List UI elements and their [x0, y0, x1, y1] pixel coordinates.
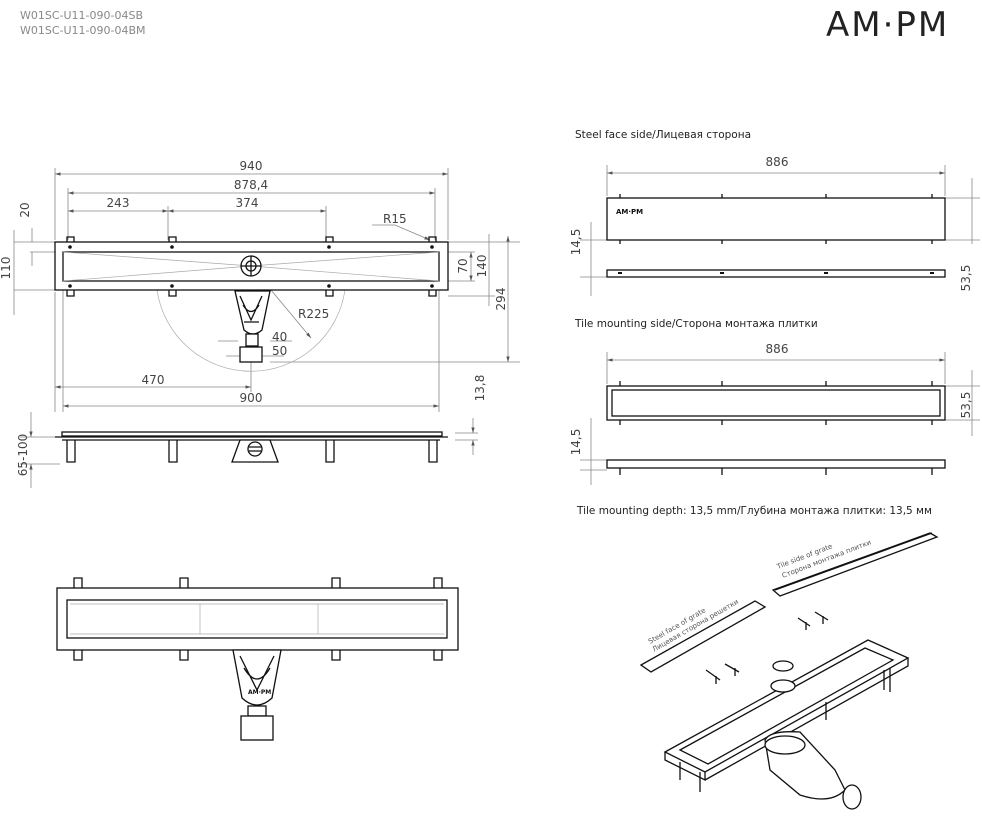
grate-logo: AM·PM	[616, 208, 643, 216]
dim-900: 900	[240, 391, 263, 405]
grate-steel-face: Steel face side/Лицевая сторона 886 14,5…	[569, 129, 980, 296]
dim-40: 40	[272, 330, 287, 344]
tile-depth-note: Tile mounting depth: 13,5 mm/Глубина мон…	[576, 505, 932, 517]
channel-perspective-view: AM·PM	[56, 577, 459, 741]
steel-length-dim: 886	[766, 155, 789, 169]
dim-13-8: 13,8	[473, 375, 487, 402]
tile-length-dim: 886	[766, 342, 789, 356]
dim-r15: R15	[383, 212, 407, 226]
dim-878-4: 878,4	[234, 178, 268, 192]
dim-243: 243	[107, 196, 130, 210]
dim-374: 374	[236, 196, 259, 210]
exploded-isometric-view: Tile side of grate Сторона монтажа плитк…	[639, 532, 939, 810]
steel-width-dim: 53,5	[959, 265, 973, 292]
tile-thickness-dim: 14,5	[569, 429, 583, 456]
dim-940: 940	[240, 159, 263, 173]
svg-text:AM·PM: AM·PM	[248, 689, 271, 696]
dim-20: 20	[18, 202, 32, 217]
tile-side-title: Tile mounting side/Сторона монтажа плитк…	[574, 318, 818, 330]
dim-r225: R225	[298, 307, 329, 321]
tile-width-dim: 53,5	[959, 392, 973, 419]
dim-140: 140	[475, 255, 489, 278]
top-view: 940 878,4 243 374 20 110 R15 70 140 294 …	[0, 159, 520, 412]
model-code-1: W01SC-U11-090-04SB	[20, 9, 143, 22]
steel-face-title: Steel face side/Лицевая сторона	[575, 129, 751, 141]
model-code-2: W01SC-U11-090-04BM	[20, 24, 146, 37]
dim-470: 470	[142, 373, 165, 387]
steel-thickness-dim: 14,5	[569, 229, 583, 256]
side-view: 13,8 65-100	[16, 375, 487, 488]
brand-logo: AM·PM	[826, 5, 949, 45]
dim-65-100: 65-100	[16, 434, 30, 477]
dim-50: 50	[272, 344, 287, 358]
dim-70: 70	[456, 258, 470, 273]
dim-110: 110	[0, 257, 13, 280]
dim-294: 294	[494, 288, 508, 311]
grate-tile-side: Tile mounting side/Сторона монтажа плитк…	[569, 318, 980, 517]
